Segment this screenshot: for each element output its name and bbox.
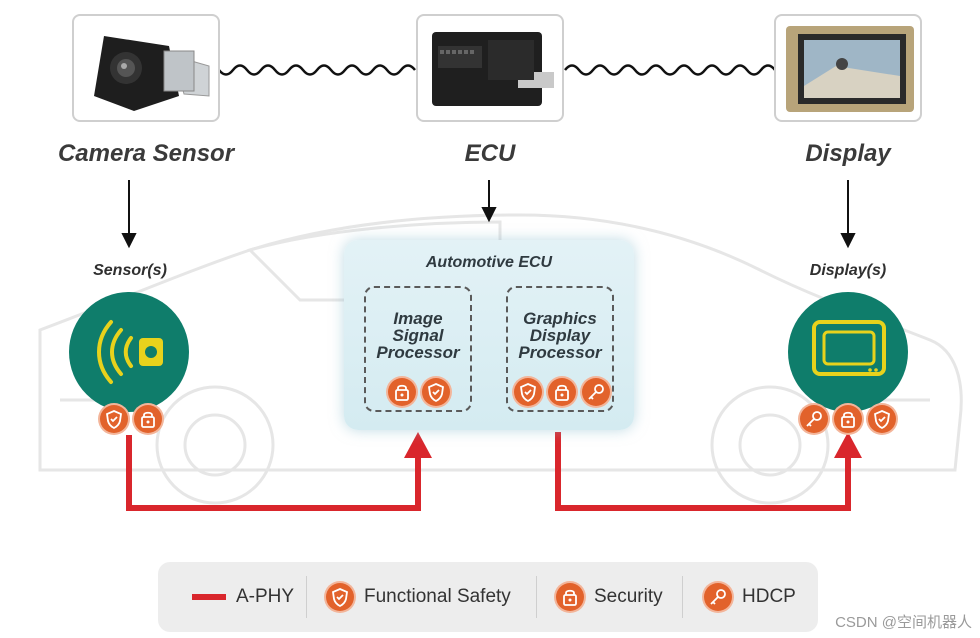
gdp-line-1: Graphics <box>523 309 597 328</box>
aphy-arrowhead-display <box>834 432 862 458</box>
ecu-label: ECU <box>464 140 516 167</box>
legend-shield-badge <box>326 583 354 611</box>
isp-security-badge <box>388 378 416 406</box>
shield-icon <box>874 410 890 430</box>
shield-icon <box>106 410 122 430</box>
key-icon <box>710 589 726 605</box>
legend-functional-safety-label: Functional Safety <box>364 586 511 607</box>
legend-item-hdcp: HDCP <box>704 562 796 632</box>
graphics-display-processor-label: Graphics Display Processor <box>508 310 612 361</box>
camera-sensor-image <box>94 36 210 111</box>
display-functional-safety-badge <box>868 405 896 433</box>
gdp-functional-safety-badge <box>514 378 542 406</box>
gdp-hdcp-badge <box>582 378 610 406</box>
legend-hdcp-label: HDCP <box>742 586 796 607</box>
sensors-label: Sensor(s) <box>93 262 167 279</box>
legend-security-label: Security <box>594 586 663 607</box>
display-label: Display <box>805 140 891 167</box>
isp-line-2: Signal <box>392 326 444 345</box>
camera-sensor-label: Camera Sensor <box>57 140 235 167</box>
isp-line-1: Image <box>393 309 443 328</box>
legend-key-badge <box>704 583 732 611</box>
gdp-security-badge <box>548 378 576 406</box>
legend-divider <box>682 576 683 618</box>
lock-icon <box>395 384 409 401</box>
display-screen-image <box>786 26 914 112</box>
legend-item-security: Security <box>556 562 663 632</box>
aphy-arrowhead-ecu <box>404 432 432 458</box>
legend-divider <box>306 576 307 618</box>
gdp-line-2: Display <box>529 326 591 345</box>
gdp-line-3: Processor <box>518 343 602 362</box>
sensor-security-badge <box>134 405 162 433</box>
legend-lock-badge <box>556 583 584 611</box>
automotive-ecu-title: Automotive ECU <box>425 254 553 271</box>
sensor-functional-safety-badge <box>100 405 128 433</box>
shield-icon <box>332 588 348 608</box>
automotive-ecu-panel: Automotive ECU Image Signal Processor Gr… <box>344 240 634 430</box>
image-signal-processor-label: Image Signal Processor <box>366 310 470 361</box>
sensor-node <box>69 292 189 412</box>
display-hdcp-badge <box>800 405 828 433</box>
legend: A-PHY Functional Safety Security HDCP <box>158 562 818 632</box>
camera-photo <box>72 14 220 122</box>
shield-icon <box>428 383 444 403</box>
legend-item-aphy: A-PHY <box>192 562 294 632</box>
legend-divider <box>536 576 537 618</box>
aphy-line-swatch <box>192 594 226 600</box>
display-monitor-icon <box>812 320 886 376</box>
legend-item-functional-safety: Functional Safety <box>326 562 511 632</box>
image-signal-processor-box: Image Signal Processor <box>364 286 472 412</box>
key-icon <box>588 384 604 400</box>
graphics-display-processor-box: Graphics Display Processor <box>506 286 614 412</box>
cable-camera-ecu <box>204 64 416 76</box>
legend-aphy-label: A-PHY <box>236 586 295 607</box>
key-icon <box>806 411 822 427</box>
ecu-module-image <box>432 32 554 106</box>
displays-label: Display(s) <box>809 262 887 279</box>
aphy-links <box>126 432 851 511</box>
sensor-signal-icon <box>97 320 163 384</box>
display-photo <box>774 14 922 122</box>
down-arrows <box>121 180 856 249</box>
display-security-badge <box>834 405 862 433</box>
watermark: CSDN @空间机器人 <box>835 614 972 631</box>
isp-line-3: Processor <box>376 343 460 362</box>
display-node <box>788 292 908 412</box>
ecu-photo <box>416 14 564 122</box>
shield-icon <box>520 383 536 403</box>
lock-icon <box>141 411 155 428</box>
lock-icon <box>841 411 855 428</box>
isp-functional-safety-badge <box>422 378 450 406</box>
lock-icon <box>555 384 569 401</box>
cable-ecu-display <box>564 64 776 76</box>
lock-icon <box>563 589 577 606</box>
